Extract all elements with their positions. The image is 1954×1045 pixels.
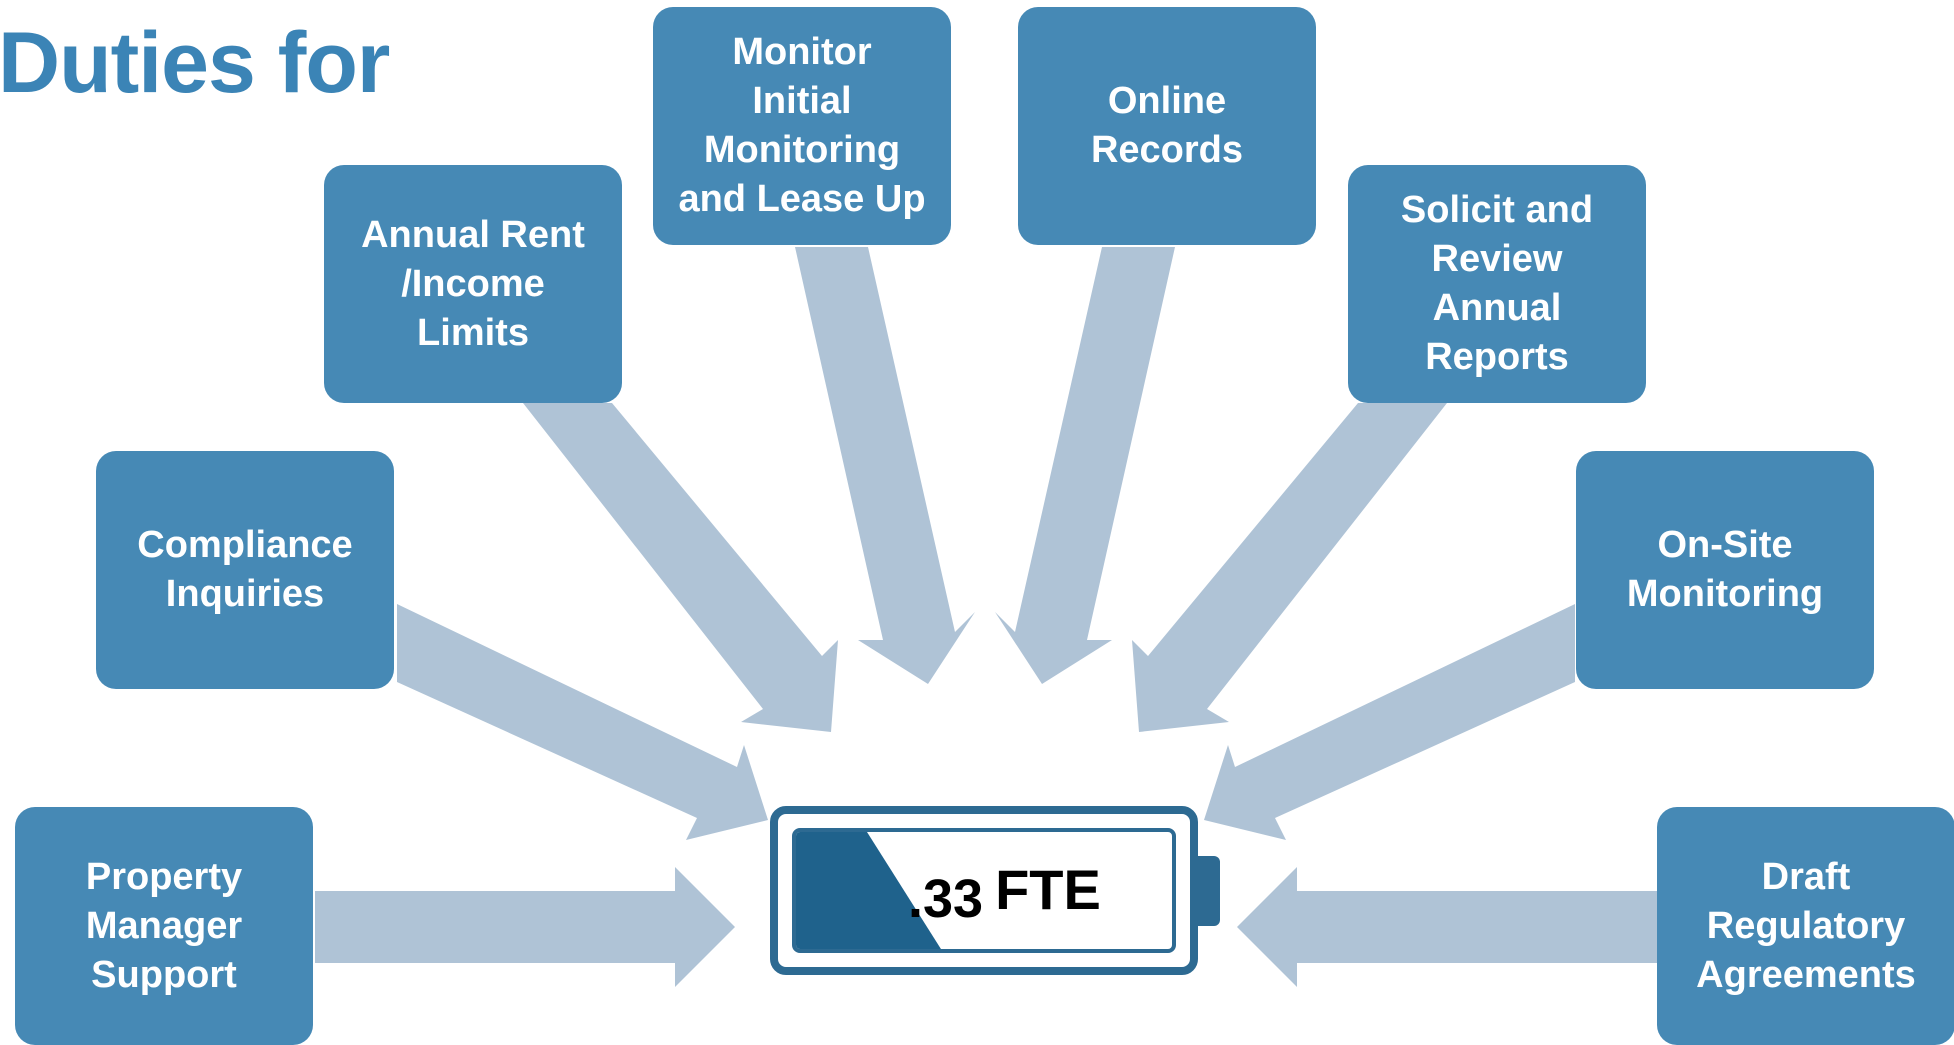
arrow-monitor-initial-monitoring	[795, 247, 975, 684]
duty-label: Monitor Initial Monitoring and Lease Up	[678, 31, 926, 220]
battery-indicator: .33 FTE	[770, 806, 1230, 975]
duty-box-draft-regulatory-agreements: Draft Regulatory Agreements	[1657, 807, 1954, 1045]
duty-box-monitor-initial-monitoring: Monitor Initial Monitoring and Lease Up	[653, 7, 951, 245]
duty-box-solicit-review-annual-reports: Solicit and Review Annual Reports	[1348, 165, 1646, 403]
duty-box-on-site-monitoring: On-Site Monitoring	[1576, 451, 1874, 689]
arrow-property-manager-support	[315, 867, 735, 987]
arrow-draft-regulatory-agreements	[1237, 867, 1657, 987]
duty-label: Annual Rent /Income Limits	[361, 213, 585, 354]
arrow-on-site-monitoring	[1204, 604, 1575, 840]
battery-shell	[770, 806, 1198, 975]
battery-value-unit: FTE	[995, 858, 1101, 921]
battery-tip	[1198, 856, 1220, 926]
duty-box-property-manager-support: Property Manager Support	[15, 807, 313, 1045]
arrow-annual-rent-income-limits	[523, 403, 838, 732]
battery-value: .33 FTE	[908, 852, 1101, 929]
battery-fill	[796, 832, 941, 949]
duty-label: Solicit and Review Annual Reports	[1400, 189, 1594, 378]
battery-inner	[792, 828, 1176, 953]
duty-label: Online Records	[1090, 80, 1244, 171]
battery-value-number: .33	[908, 869, 984, 929]
duty-label: Compliance Inquiries	[137, 524, 353, 615]
arrow-compliance-inquiries	[397, 604, 768, 840]
duty-label: Draft Regulatory Agreements	[1696, 855, 1916, 996]
duty-box-annual-rent-income-limits: Annual Rent /Income Limits	[324, 165, 622, 403]
duty-label: On-Site Monitoring	[1626, 524, 1824, 615]
duty-box-online-records: Online Records	[1018, 7, 1316, 245]
arrow-solicit-review-annual-reports	[1132, 403, 1447, 732]
arrow-online-records	[995, 247, 1175, 684]
duty-label: Property Manager Support	[85, 855, 243, 996]
page-title: Duties for	[0, 15, 390, 111]
duty-box-compliance-inquiries: Compliance Inquiries	[96, 451, 394, 689]
